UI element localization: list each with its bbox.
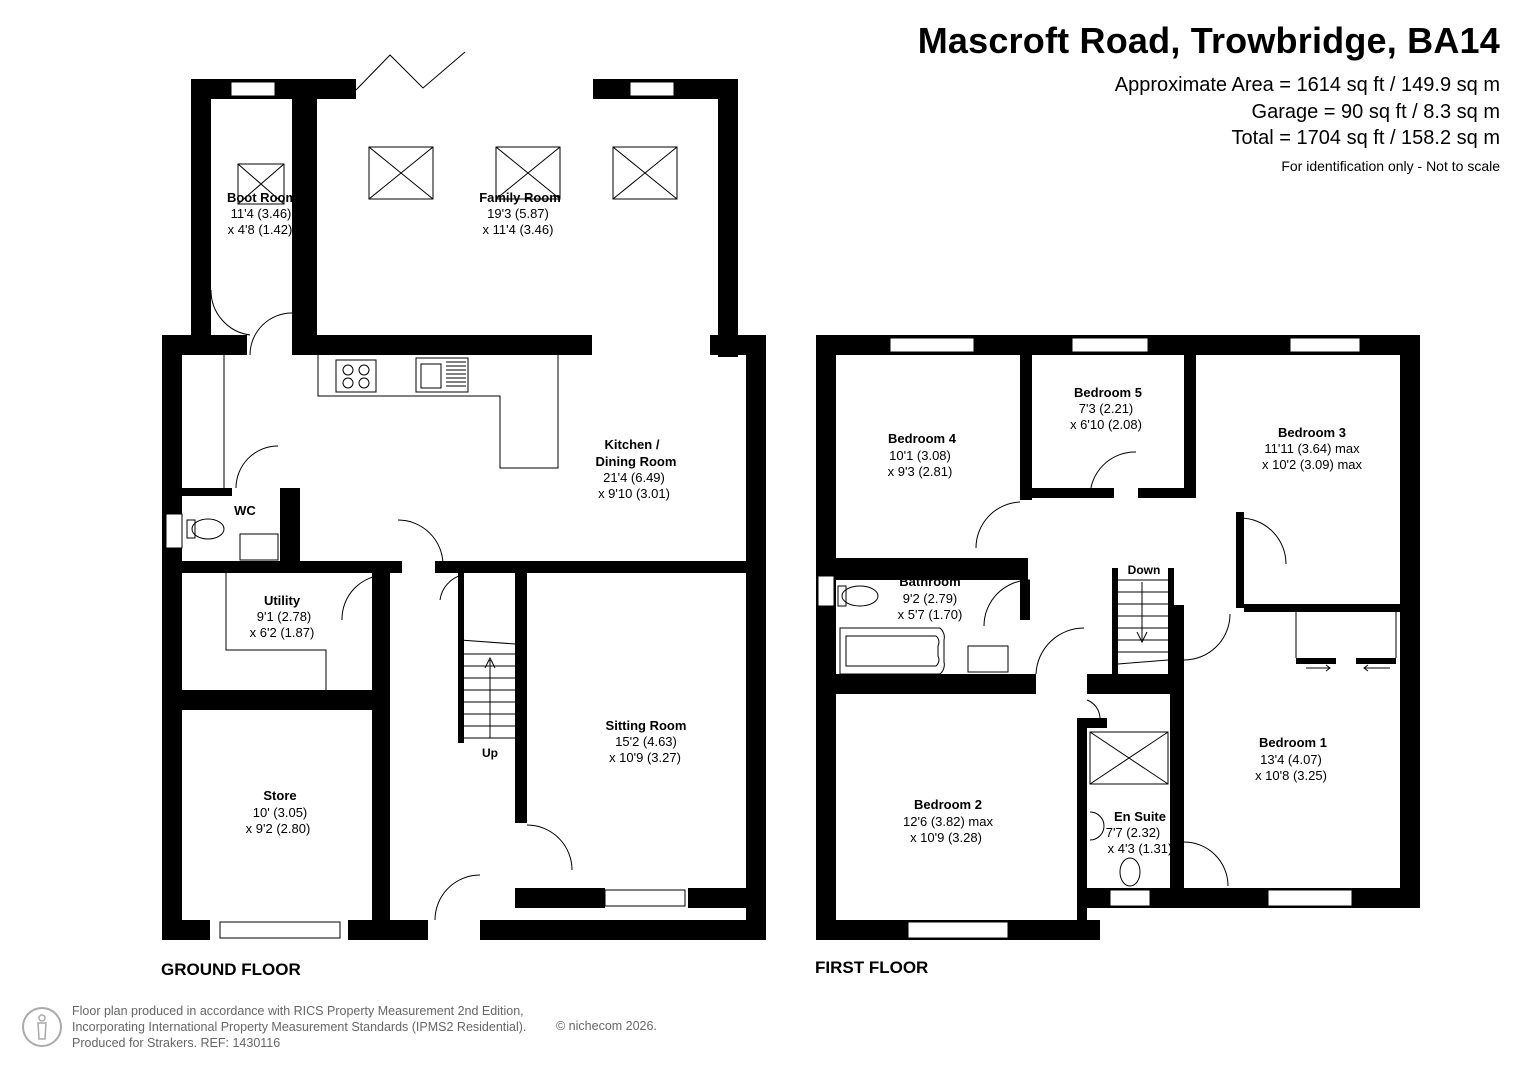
kitchen-name1: Kitchen / bbox=[605, 437, 660, 452]
bedroom2-dim1: 12'6 (3.82) max bbox=[903, 814, 993, 829]
footer-line1: Floor plan produced in accordance with R… bbox=[72, 1004, 524, 1018]
family-room-dim2: x 11'4 (3.46) bbox=[483, 222, 554, 237]
garage-area: Garage = 90 sq ft / 8.3 sq m bbox=[1251, 101, 1500, 123]
boot-room-dim2: x 4'8 (1.42) bbox=[228, 222, 293, 237]
en-suite-dim2: x 4'3 (1.31) bbox=[1108, 841, 1173, 856]
room-labels: Boot Room 11'4 (3.46) x 4'8 (1.42) Famil… bbox=[227, 190, 1363, 856]
kitchen-name2: Dining Room bbox=[596, 454, 677, 469]
bedroom4-dim1: 10'1 (3.08) bbox=[889, 448, 951, 463]
bedroom1-dim2: x 10'8 (3.25) bbox=[1255, 768, 1327, 783]
first-floor-label: FIRST FLOOR bbox=[815, 958, 929, 977]
kitchen-dim2: x 9'10 (3.01) bbox=[598, 486, 670, 501]
utility-dim1: 9'1 (2.78) bbox=[257, 609, 312, 624]
bedroom3-name: Bedroom 3 bbox=[1278, 425, 1346, 440]
boot-room-dim1: 11'4 (3.46) bbox=[231, 206, 292, 221]
bathroom-dim1: 9'2 (2.79) bbox=[903, 591, 958, 606]
sitting-room-dim1: 15'2 (4.63) bbox=[615, 734, 677, 749]
bedroom1-name: Bedroom 1 bbox=[1259, 735, 1327, 750]
footer-text: Floor plan produced in accordance with R… bbox=[72, 1003, 526, 1051]
en-suite-dim1: 7'7 (2.32) bbox=[1106, 825, 1161, 840]
footer-line2: Incorporating International Property Mea… bbox=[72, 1020, 527, 1034]
bedroom2-dim2: x 10'9 (3.28) bbox=[910, 830, 982, 845]
kitchen-dim1: 21'4 (6.49) bbox=[603, 470, 665, 485]
sitting-room-name: Sitting Room bbox=[606, 718, 687, 733]
bedroom3-dim1: 11'11 (3.64) max bbox=[1264, 441, 1360, 456]
utility-dim2: x 6'2 (1.87) bbox=[250, 625, 315, 640]
bedroom3-dim2: x 10'2 (3.09) max bbox=[1262, 457, 1363, 472]
ground-floor-label: GROUND FLOOR bbox=[161, 960, 301, 979]
scale-note: For identification only - Not to scale bbox=[1281, 158, 1500, 174]
family-room-dim1: 19'3 (5.87) bbox=[487, 206, 549, 221]
en-suite-name: En Suite bbox=[1114, 809, 1166, 824]
bedroom4-dim2: x 9'3 (2.81) bbox=[888, 464, 953, 479]
wc-name: WC bbox=[234, 503, 256, 518]
bathroom-name: Bathroom bbox=[899, 574, 960, 589]
bedroom1-dim1: 13'4 (4.07) bbox=[1260, 752, 1322, 767]
bedroom4-name: Bedroom 4 bbox=[888, 431, 957, 446]
sitting-room-dim2: x 10'9 (3.27) bbox=[609, 750, 681, 765]
footer-line3: Produced for Strakers. REF: 1430116 bbox=[72, 1036, 281, 1050]
first-floor-fixtures bbox=[817, 337, 1397, 939]
bedroom5-dim1: 7'3 (2.21) bbox=[1079, 401, 1134, 416]
boot-room-name: Boot Room bbox=[227, 190, 297, 205]
bedroom5-name: Bedroom 5 bbox=[1074, 385, 1142, 400]
family-room-name: Family Room bbox=[479, 190, 561, 205]
bedroom5-dim2: x 6'10 (2.08) bbox=[1070, 417, 1142, 432]
bedroom2-name: Bedroom 2 bbox=[914, 797, 982, 812]
bathroom-dim2: x 5'7 (1.70) bbox=[898, 607, 963, 622]
property-title: Mascroft Road, Trowbridge, BA14 bbox=[917, 20, 1500, 61]
ground-floor-fixtures bbox=[165, 51, 686, 939]
utility-name: Utility bbox=[264, 593, 301, 608]
store-dim1: 10' (3.05) bbox=[253, 805, 308, 820]
approximate-area: Approximate Area = 1614 sq ft / 149.9 sq… bbox=[1114, 74, 1500, 96]
store-dim2: x 9'2 (2.80) bbox=[246, 821, 311, 836]
total-area: Total = 1704 sq ft / 158.2 sq m bbox=[1231, 127, 1501, 149]
stairs-up-label: Up bbox=[482, 746, 498, 760]
person-icon bbox=[22, 1007, 62, 1047]
store-name: Store bbox=[263, 788, 296, 803]
copyright: © nichecom 2026. bbox=[556, 1019, 657, 1033]
stairs-down-label: Down bbox=[1128, 563, 1161, 577]
